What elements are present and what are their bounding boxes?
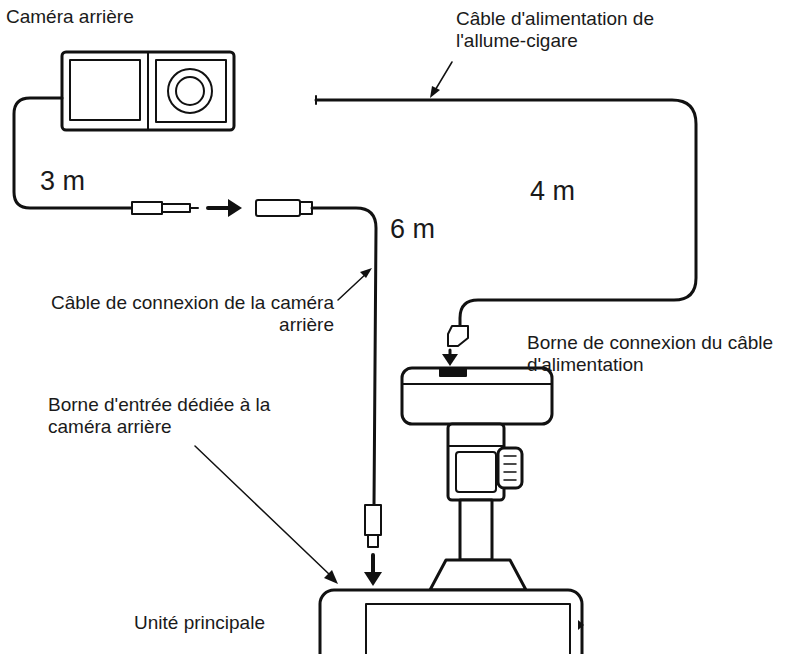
rear-camera xyxy=(62,52,234,130)
dimension: 6 m xyxy=(390,214,480,246)
connection-cable xyxy=(312,208,376,505)
part-name: Unité principale xyxy=(134,612,314,634)
main-unit xyxy=(320,590,582,654)
mount-bracket xyxy=(402,368,552,424)
dimension: 3 m xyxy=(40,166,130,198)
cable-name: Câble de connexion de la caméra arrière xyxy=(30,292,334,337)
part-name: Caméra arrière xyxy=(6,6,236,28)
terminal-name: Borne d'entrée dédiée à la caméra arrièr… xyxy=(48,394,288,439)
camera-cable xyxy=(14,98,132,208)
power-cable xyxy=(316,100,696,326)
terminal-name: Borne de connexion du câble d'alimentati… xyxy=(527,332,785,377)
cable-name: Câble d'alimentation de l'allume-cigare xyxy=(456,8,696,53)
dimension: 4 m xyxy=(530,176,620,208)
